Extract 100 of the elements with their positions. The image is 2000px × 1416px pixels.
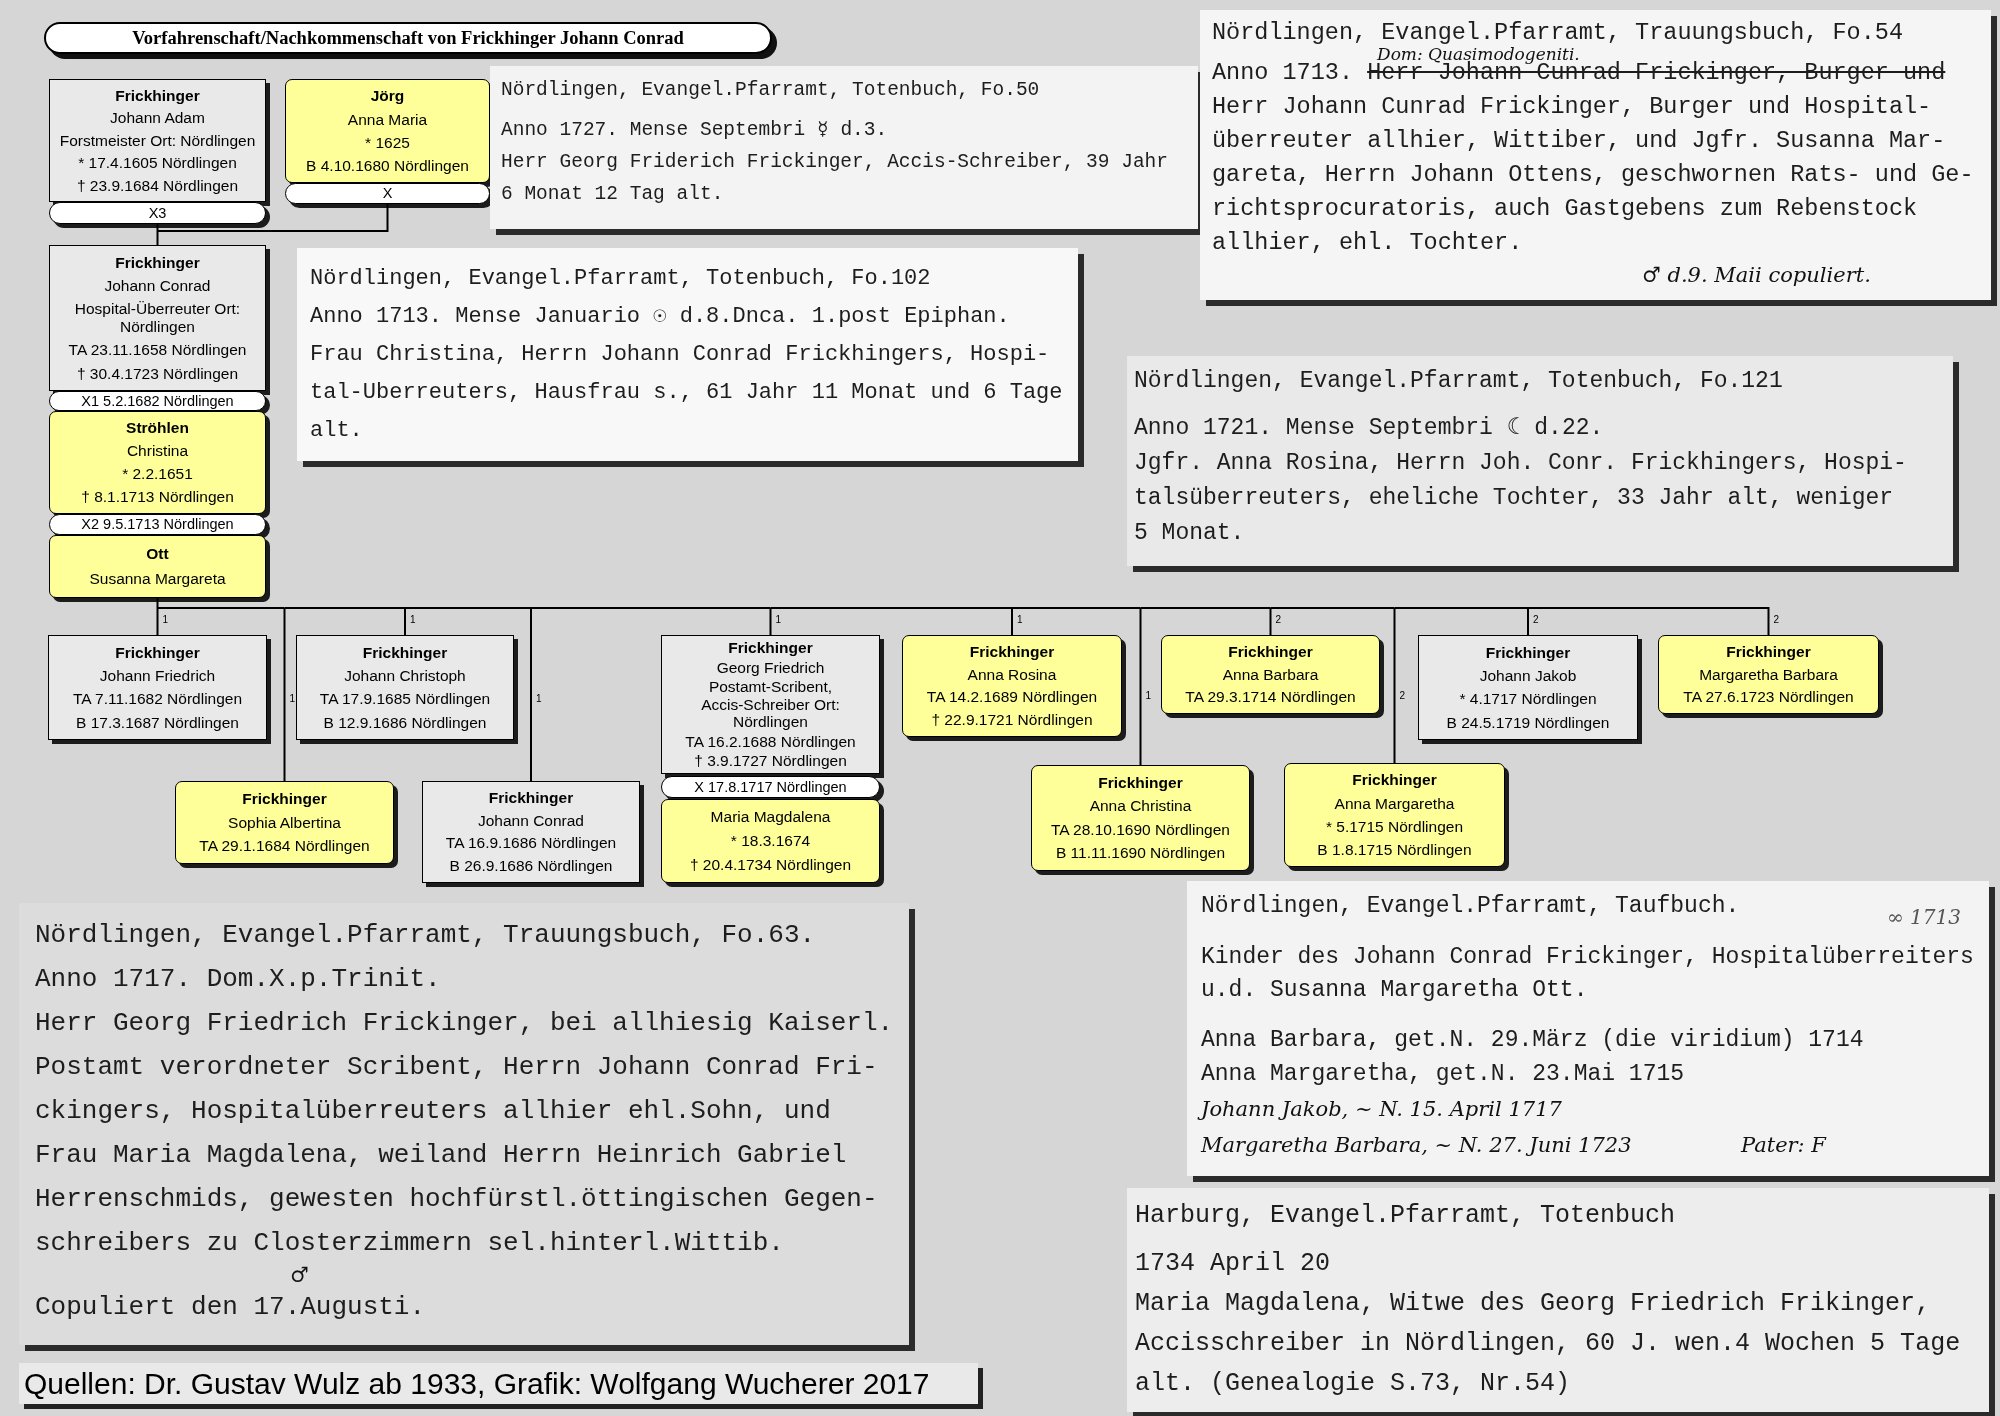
occupation-label: Postamt-Scribent, Accis-Schreiber Ort: Nördlingen	[700, 677, 841, 732]
given-name-label: Johann Adam	[110, 109, 205, 127]
given-name-label: Sophia Albertina	[228, 813, 341, 832]
edge-label: 2	[1772, 614, 1781, 625]
date-label: * 18.3.1674	[730, 832, 811, 850]
record-text: Anna Barbara, get.N. 29.März (die viridium) 1714	[1201, 1026, 1864, 1055]
given-name-label: Georg Friedrich	[716, 658, 825, 677]
caption-text: Quellen: Dr. Gustav Wulz ab 1933, Grafik: Wolfgang Wucherer 2017	[24, 1366, 930, 1401]
person-box	[285, 79, 490, 183]
given-name-label: Anna Maria	[347, 110, 428, 129]
record-text: Jgfr. Anna Rosina, Herrn Joh. Conr. Frickhingers, Hospi- talsüberreuters, eheliche Tochter, 33 Jahr alt, weniger 5 Monat.	[1134, 449, 1908, 548]
connector-line	[769, 607, 1013, 609]
connector-line	[156, 597, 159, 609]
surname-label: Frickhinger	[242, 789, 327, 808]
record-text: Frau Christina, Herrn Johann Conrad Frickhingers, Hospi- tal-Uberreuters, Hausfrau s., 61 Jahr 11 Monat und 6 Tage alt.	[310, 341, 1064, 445]
date-label: † 30.4.1723 Nördlingen	[76, 364, 239, 383]
date-label: B 26.9.1686 Nördlingen	[449, 857, 613, 875]
handwritten-note: Pater: F	[1741, 1132, 1826, 1159]
date-label: B 11.11.1690 Nördlingen	[1055, 844, 1226, 863]
date-label: TA 14.2.1689 Nördlingen	[926, 688, 1098, 707]
date-label: B 24.5.1719 Nördlingen	[1446, 713, 1610, 732]
surname-label: Frickhinger	[1352, 771, 1437, 790]
edge-label: 2	[1532, 614, 1540, 625]
surname-label: Frickhinger	[1485, 643, 1571, 662]
edge-label: 1	[535, 693, 543, 704]
surname-label: Frickhinger	[362, 643, 448, 662]
given-name-label: Susanna Margareta	[89, 570, 226, 588]
edge-label: 1	[1144, 690, 1153, 701]
marriage-box	[49, 391, 266, 411]
record-text: Herr Georg Friedrich Frickinger, bei allhiesig Kaiserl. Postamt verordneter Scribent, Herrn Johann Conrad Fri- ckingers, Hospitalüberreuters allhier ehl.Sohn, und Frau Maria Magdalena, weiland Herrn Heinrich Gabriel Herrenschmids, gewesten hochfürstl.öttingischen Gegen- schreibers zu Closterzimmern sel.hinterl.Wittib.	[35, 1007, 895, 1260]
date-label: TA 17.9.1685 Nördlingen	[319, 690, 491, 709]
surname-label: Frickhinger	[1228, 642, 1313, 661]
marriage-label: X 17.8.1717 Nördlingen	[694, 779, 847, 795]
record-text: Herr Johann Cunrad Frickinger, Burger und Hospital- überreuter allhier, Wittiber, und Jgfr. Susanna Mar- gareta, Herrn Johann Ottens, geschwornen Rats- und Ge- richtsprocuratoris, auch Gastgebens zum Rebenstock allhier, ehl. Tochter.	[1212, 92, 1975, 258]
date-label: † 3.9.1727 Nördlingen	[694, 751, 847, 770]
surname-label: Ströhlen	[126, 419, 189, 437]
surname-label: Frickhinger	[969, 642, 1055, 661]
given-name-label: Johann Jakob	[1479, 666, 1577, 685]
given-name-label: Christina	[126, 442, 189, 460]
surname-label: Frickhinger	[728, 639, 813, 658]
record-text: Anno 1713. Mense Januario ☉ d.8.Dnca. 1.post Epiphan.	[310, 303, 1010, 331]
record-text: Herr Georg Friderich Frickinger, Accis-Schreiber, 39 Jahr 6 Monat 12 Tag alt.	[501, 150, 1169, 207]
connector-line	[283, 607, 406, 609]
edge-label: 1	[774, 614, 783, 625]
edge-label: 2	[1398, 690, 1407, 701]
date-label: TA 28.10.1690 Nördlingen	[1051, 820, 1230, 839]
connector-line	[1269, 607, 1396, 609]
edge-label: 1	[409, 614, 417, 625]
given-name-label: Anna Margaretha	[1334, 794, 1455, 813]
date-label: TA 29.3.1714 Nördlingen	[1185, 688, 1356, 707]
given-name-label: Anna Rosina	[967, 665, 1057, 684]
record-heading: Nördlingen, Evangel.Pfarramt, Totenbuch, Fo.50	[501, 78, 1040, 103]
marriage-label: X1 5.2.1682 Nördlingen	[81, 393, 234, 409]
connector-line	[530, 607, 532, 782]
handwritten-note: ♂ d.9. Maii copuliert.	[1642, 262, 1871, 289]
connector-line	[404, 607, 532, 609]
marriage-box	[49, 514, 266, 535]
handwritten-note: ♂	[290, 1265, 309, 1285]
connector-line	[156, 223, 159, 232]
record-heading: Harburg, Evangel.Pfarramt, Totenbuch	[1135, 1200, 1676, 1232]
date-label: TA 7.11.1682 Nördlingen	[72, 690, 243, 709]
handwritten-note: Margaretha Barbara, ~ N. 27. Juni 1723	[1201, 1132, 1632, 1159]
date-label: B 12.9.1686 Nördlingen	[323, 713, 487, 732]
surname-label: Frickhinger	[115, 643, 200, 662]
given-name-label: Johann Conrad	[104, 276, 211, 295]
connector-line	[1393, 607, 1396, 764]
date-label: TA 23.11.1658 Nördlingen	[68, 341, 247, 360]
record-text: Anno 1727. Mense Septembri ☿ d.3.	[501, 118, 888, 143]
connector-line	[156, 230, 159, 246]
date-label: TA 27.6.1723 Nördlingen	[1683, 688, 1854, 707]
record-text: 1734 April 20	[1135, 1248, 1331, 1280]
marriage-box	[661, 776, 880, 798]
surname-label: Frickhinger	[1098, 773, 1183, 792]
given-name-label: Johann Christoph	[344, 666, 466, 685]
surname-label: Frickhinger	[115, 253, 200, 272]
record-heading: Nördlingen, Evangel.Pfarramt, Trauungsbuch, Fo.63.	[35, 919, 816, 952]
connector-line	[156, 607, 286, 609]
connector-line	[530, 607, 772, 609]
surname-label: Ott	[146, 545, 169, 563]
connector-line	[156, 607, 159, 636]
given-name-label: Margaretha Barbara	[1699, 665, 1838, 684]
surname-label: Jörg	[370, 87, 405, 106]
date-label: † 20.4.1734 Nördlingen	[689, 856, 852, 874]
record-text: Anno 1717. Dom.X.p.Trinit.	[35, 963, 441, 996]
date-label: TA 16.2.1688 Nördlingen	[685, 732, 856, 751]
record-heading: Nördlingen, Evangel.Pfarramt, Totenbuch, Fo.121	[1134, 367, 1783, 396]
date-label: † 8.1.1713 Nördlingen	[81, 488, 234, 506]
edge-label: 1	[161, 614, 170, 625]
record-heading: Nördlingen, Evangel.Pfarramt, Trauungsbuch, Fo.54	[1212, 18, 1903, 47]
connector-line	[1139, 607, 1142, 766]
given-name-label: Maria Magdalena	[710, 808, 831, 826]
connector-line	[1527, 607, 1529, 636]
record-text: Anno 1713.	[1212, 59, 1354, 86]
date-label: B 17.3.1687 Nördlingen	[76, 713, 239, 732]
handwritten-note: ∞ 1713	[1887, 905, 1961, 929]
date-label: B 4.10.1680 Nördlingen	[306, 156, 469, 175]
given-name-label: Johann Conrad	[478, 811, 584, 830]
connector-line	[1393, 607, 1529, 609]
connector-line	[283, 607, 286, 782]
record-text: Anna Margaretha, get.N. 23.Mai 1715	[1201, 1060, 1685, 1089]
